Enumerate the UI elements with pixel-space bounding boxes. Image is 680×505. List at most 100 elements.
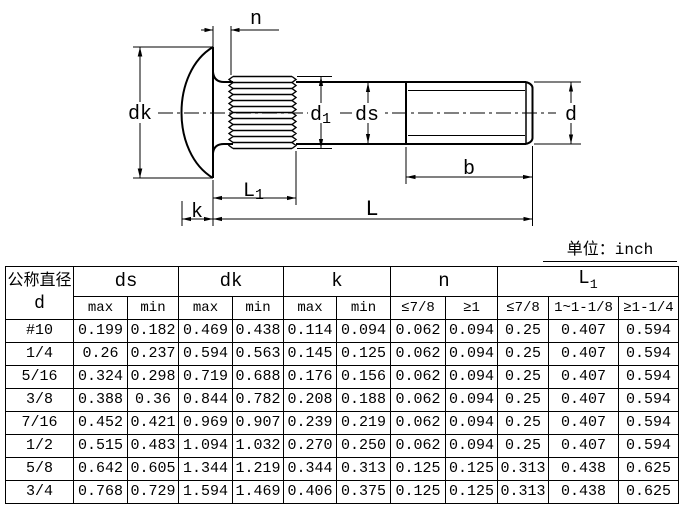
value-cell: 0.594 <box>618 387 679 412</box>
diameter-cell: 5/16 <box>5 364 74 389</box>
L1-label: L1 <box>243 180 264 204</box>
group-header-ds: ds <box>73 266 179 297</box>
subheader: max <box>178 295 233 320</box>
thread-lines <box>233 75 292 150</box>
value-cell: 0.688 <box>232 364 284 389</box>
value-cell: 0.969 <box>178 410 233 435</box>
value-cell: 0.094 <box>445 364 498 389</box>
value-cell: 0.25 <box>497 387 549 412</box>
value-cell: 1.032 <box>232 433 284 458</box>
value-cell: 0.239 <box>283 410 337 435</box>
thread-section <box>227 75 298 150</box>
d1-label: d1 <box>310 104 331 128</box>
value-cell: 0.407 <box>548 341 619 366</box>
value-cell: 0.270 <box>283 433 337 458</box>
value-cell: 0.36 <box>127 387 179 412</box>
value-cell: 0.094 <box>445 410 498 435</box>
n-label: n <box>250 8 262 31</box>
dim-k-L: k L <box>181 180 533 226</box>
value-cell: 0.094 <box>336 318 391 343</box>
value-cell: 0.145 <box>283 341 337 366</box>
value-cell: 0.388 <box>73 387 128 412</box>
value-cell: 0.515 <box>73 433 128 458</box>
value-cell: 0.625 <box>618 456 679 481</box>
value-cell: 0.605 <box>127 456 179 481</box>
ds-label: ds <box>355 104 379 127</box>
subheader: ≥1 <box>445 295 498 320</box>
value-cell: 0.438 <box>548 479 619 504</box>
value-cell: 0.094 <box>445 341 498 366</box>
value-cell: 0.062 <box>390 387 446 412</box>
dimension-table: 公称直径 d ds dk k n L1 max min max min max … <box>5 266 679 504</box>
group-header-dk: dk <box>178 266 284 297</box>
value-cell: 0.469 <box>178 318 233 343</box>
value-cell: 0.719 <box>178 364 233 389</box>
d-label: d <box>565 104 577 127</box>
neck-fillet-top <box>212 71 233 83</box>
subheader: max <box>73 295 128 320</box>
diameter-cell: 1/4 <box>5 341 74 366</box>
value-cell: 0.594 <box>618 364 679 389</box>
bolt-outline <box>180 46 534 179</box>
value-cell: 0.156 <box>336 364 391 389</box>
diameter-cell: 7/16 <box>5 410 74 435</box>
value-cell: 0.625 <box>618 479 679 504</box>
value-cell: 0.25 <box>497 364 549 389</box>
dim-dk: dk <box>126 46 212 179</box>
value-cell: 0.208 <box>283 387 337 412</box>
value-cell: 0.594 <box>618 433 679 458</box>
subheader: min <box>127 295 179 320</box>
value-cell: 0.062 <box>390 341 446 366</box>
diameter-cell: #10 <box>5 318 74 343</box>
value-cell: 0.594 <box>618 341 679 366</box>
subheader: min <box>336 295 391 320</box>
dim-n: n <box>201 8 279 75</box>
value-cell: 1.594 <box>178 479 233 504</box>
unit-note: 单位：inch <box>543 240 677 262</box>
diameter-cell: 5/8 <box>5 456 74 481</box>
value-cell: 0.219 <box>336 410 391 435</box>
dim-b: b <box>405 146 533 226</box>
value-cell: 0.062 <box>390 410 446 435</box>
value-cell: 0.313 <box>497 479 549 504</box>
value-cell: 0.182 <box>127 318 179 343</box>
value-cell: 0.26 <box>73 341 128 366</box>
value-cell: 0.094 <box>445 433 498 458</box>
value-cell: 0.421 <box>127 410 179 435</box>
value-cell: 0.188 <box>336 387 391 412</box>
value-cell: 1.344 <box>178 456 233 481</box>
value-cell: 0.25 <box>497 341 549 366</box>
value-cell: 0.062 <box>390 318 446 343</box>
value-cell: 0.452 <box>73 410 128 435</box>
value-cell: 1.219 <box>232 456 284 481</box>
subheader: 1~1-1/8 <box>548 295 619 320</box>
value-cell: 0.125 <box>445 479 498 504</box>
L-label: L <box>365 197 378 222</box>
value-cell: 0.406 <box>283 479 337 504</box>
value-cell: 0.094 <box>445 318 498 343</box>
subheader: ≤7/8 <box>497 295 549 320</box>
value-cell: 0.594 <box>618 318 679 343</box>
value-cell: 0.114 <box>283 318 337 343</box>
thread-right-zigzag <box>290 75 298 150</box>
value-cell: 0.176 <box>283 364 337 389</box>
value-cell: 0.313 <box>336 456 391 481</box>
dim-ds: ds <box>352 82 383 144</box>
value-cell: 1.469 <box>232 479 284 504</box>
thread-left-zigzag <box>227 75 235 150</box>
value-cell: 0.250 <box>336 433 391 458</box>
nominal-diameter-label: 公称直径 <box>7 271 72 289</box>
value-cell: 0.094 <box>445 387 498 412</box>
value-cell: 0.237 <box>127 341 179 366</box>
value-cell: 0.844 <box>178 387 233 412</box>
dk-label: dk <box>128 103 152 126</box>
value-cell: 0.25 <box>497 433 549 458</box>
value-cell: 1.094 <box>178 433 233 458</box>
value-cell: 0.125 <box>390 456 446 481</box>
